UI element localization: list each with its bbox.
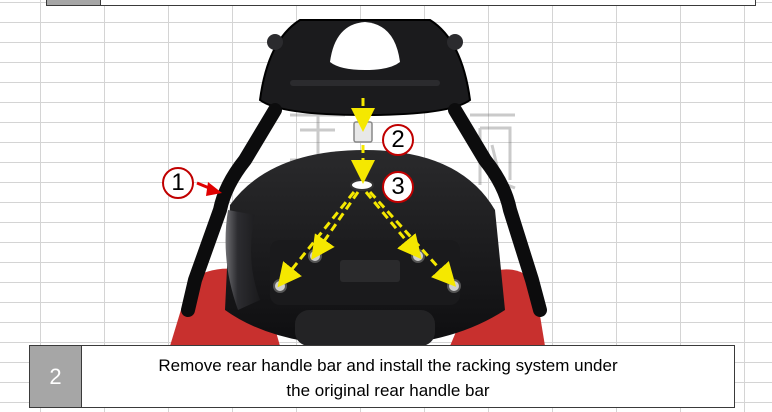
- washer: [350, 179, 374, 191]
- installation-photo: [170, 19, 547, 346]
- step-instruction-box: 2 Remove rear handle bar and install the…: [29, 345, 735, 408]
- step-number: 2: [30, 346, 82, 407]
- left-front-bolt: [308, 249, 322, 263]
- rack-plate-ribs: [267, 34, 463, 86]
- bolt-spacer: [353, 121, 373, 143]
- red-pointer-arrow: [196, 181, 222, 196]
- previous-step-number-cell: [47, 0, 101, 5]
- callout-1: 1: [162, 167, 194, 199]
- callout-2: 2: [382, 124, 414, 156]
- callout-3-label: 3: [391, 173, 405, 200]
- step-description-line-2: the original rear handle bar: [286, 381, 490, 400]
- callout-1-label: 1: [171, 169, 185, 196]
- previous-step-box: [46, 0, 756, 6]
- rear-handle-bar: [181, 103, 282, 317]
- right-front-bolt: [411, 249, 425, 263]
- right-rear-bolt: [447, 279, 461, 293]
- callout-2-label: 2: [391, 126, 405, 153]
- step-description: Remove rear handle bar and install the r…: [86, 353, 730, 403]
- left-rear-bolt: [273, 279, 287, 293]
- step-description-line-1: Remove rear handle bar and install the r…: [158, 356, 618, 375]
- assembly-guide-lines: [277, 98, 457, 288]
- callout-3: 3: [382, 171, 414, 203]
